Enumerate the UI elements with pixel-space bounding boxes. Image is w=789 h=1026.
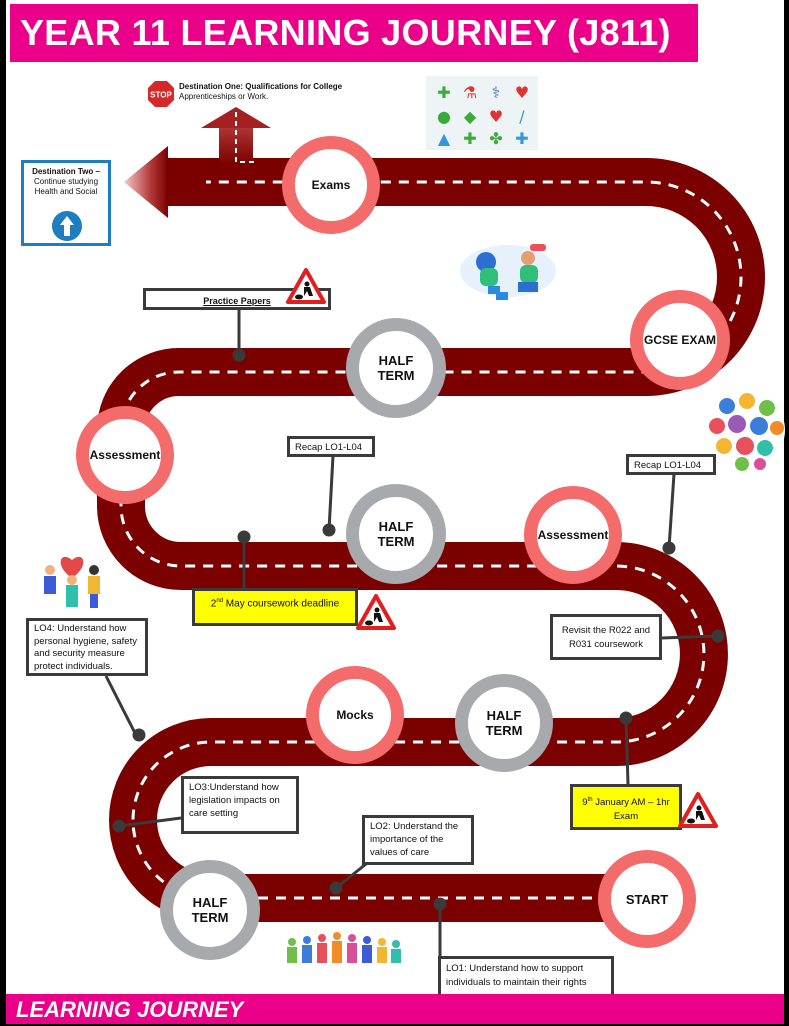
svg-text:●: ● bbox=[437, 107, 451, 126]
callout-recap-left: Recap LO1-L04 bbox=[287, 436, 375, 457]
destination-two-line-3: Health and Social bbox=[34, 187, 98, 196]
stop-sign-icon: STOP bbox=[148, 81, 174, 107]
colourful-hands-clipart bbox=[705, 390, 785, 471]
svg-text:◆: ◆ bbox=[464, 107, 477, 126]
road-centre-line bbox=[119, 180, 743, 900]
group-of-people-clipart bbox=[287, 932, 401, 963]
milestone-exams: Exams bbox=[282, 136, 380, 234]
svg-text:✚: ✚ bbox=[515, 129, 528, 148]
callout-lo3: LO3:Understand how legislation impacts o… bbox=[181, 776, 299, 834]
destination-one: STOP Destination One: Qualifications for… bbox=[147, 80, 342, 108]
milestone-gcse-exam: GCSE EXAM bbox=[630, 290, 730, 390]
svg-text:♥: ♥ bbox=[489, 107, 503, 126]
svg-text:♥: ♥ bbox=[515, 83, 529, 102]
destination-one-arrow bbox=[201, 107, 271, 128]
callout-may-deadline: 2nd May coursework deadline bbox=[192, 588, 358, 626]
svg-text:✚: ✚ bbox=[463, 129, 476, 148]
destination-two-line-2: Continue studying bbox=[33, 177, 99, 186]
milestone-assessment-2: Assessment bbox=[524, 486, 622, 584]
roadworks-warning-icon bbox=[286, 268, 326, 304]
learning-journey-page: YEAR 11 LEARNING JOURNEY (J811) bbox=[6, 0, 785, 1024]
callout-revisit-coursework: Revisit the R022 and R031 coursework bbox=[550, 614, 662, 660]
page-title: YEAR 11 LEARNING JOURNEY (J811) bbox=[10, 4, 698, 62]
callout-lo1: LO1: Understand how to support individua… bbox=[438, 956, 614, 998]
callout-recap-right: Recap LO1-L04 bbox=[626, 454, 716, 475]
milestone-half-term-3: HALF TERM bbox=[346, 484, 446, 584]
callout-january-exam: 9th January AM – 1hr Exam bbox=[570, 784, 682, 830]
roadworks-warning-icon bbox=[356, 594, 396, 630]
roadworks-warning-icon bbox=[678, 792, 718, 828]
svg-text:✤: ✤ bbox=[489, 129, 502, 148]
svg-text:⚗: ⚗ bbox=[463, 83, 477, 102]
destination-one-title: Destination One: Qualifications for Coll… bbox=[179, 82, 343, 91]
svg-text:✚: ✚ bbox=[437, 83, 450, 102]
milestone-start: START bbox=[598, 850, 696, 948]
up-arrow-sign-icon bbox=[52, 211, 82, 241]
milestone-assessment-1: Assessment bbox=[76, 406, 174, 504]
destination-two: Destination Two – Continue studying Heal… bbox=[21, 160, 111, 246]
destination-one-subtitle: Apprenticeships or Work. bbox=[179, 92, 269, 101]
footer-banner: LEARNING JOURNEY bbox=[6, 994, 784, 1024]
milestone-half-term-1: HALF TERM bbox=[160, 860, 260, 960]
svg-text:STOP: STOP bbox=[150, 91, 172, 100]
svg-text:▲: ▲ bbox=[438, 129, 451, 148]
milestone-half-term-2: HALF TERM bbox=[455, 674, 553, 772]
callout-lo4: LO4: Understand how personal hygiene, sa… bbox=[26, 618, 148, 676]
callout-practice-papers: Practice Papers bbox=[143, 288, 331, 310]
medical-icons-clipart: ✚ ⚗ ⚕ ♥ ● ◆ ♥ / ▲ ✚ ✤ ✚ bbox=[426, 76, 538, 150]
svg-text:⚕: ⚕ bbox=[492, 83, 501, 102]
road-path bbox=[97, 107, 765, 960]
destination-two-line-1: Destination Two – bbox=[32, 167, 100, 176]
svg-text:/: / bbox=[519, 107, 525, 126]
people-holding-heart-clipart bbox=[44, 556, 100, 608]
callout-lo2: LO2: Understand the importance of the va… bbox=[362, 815, 474, 865]
people-talking-clipart bbox=[460, 244, 556, 300]
milestone-half-term-4: HALF TERM bbox=[346, 318, 446, 418]
destination-two-arrow bbox=[124, 146, 168, 218]
milestone-mocks: Mocks bbox=[306, 666, 404, 764]
